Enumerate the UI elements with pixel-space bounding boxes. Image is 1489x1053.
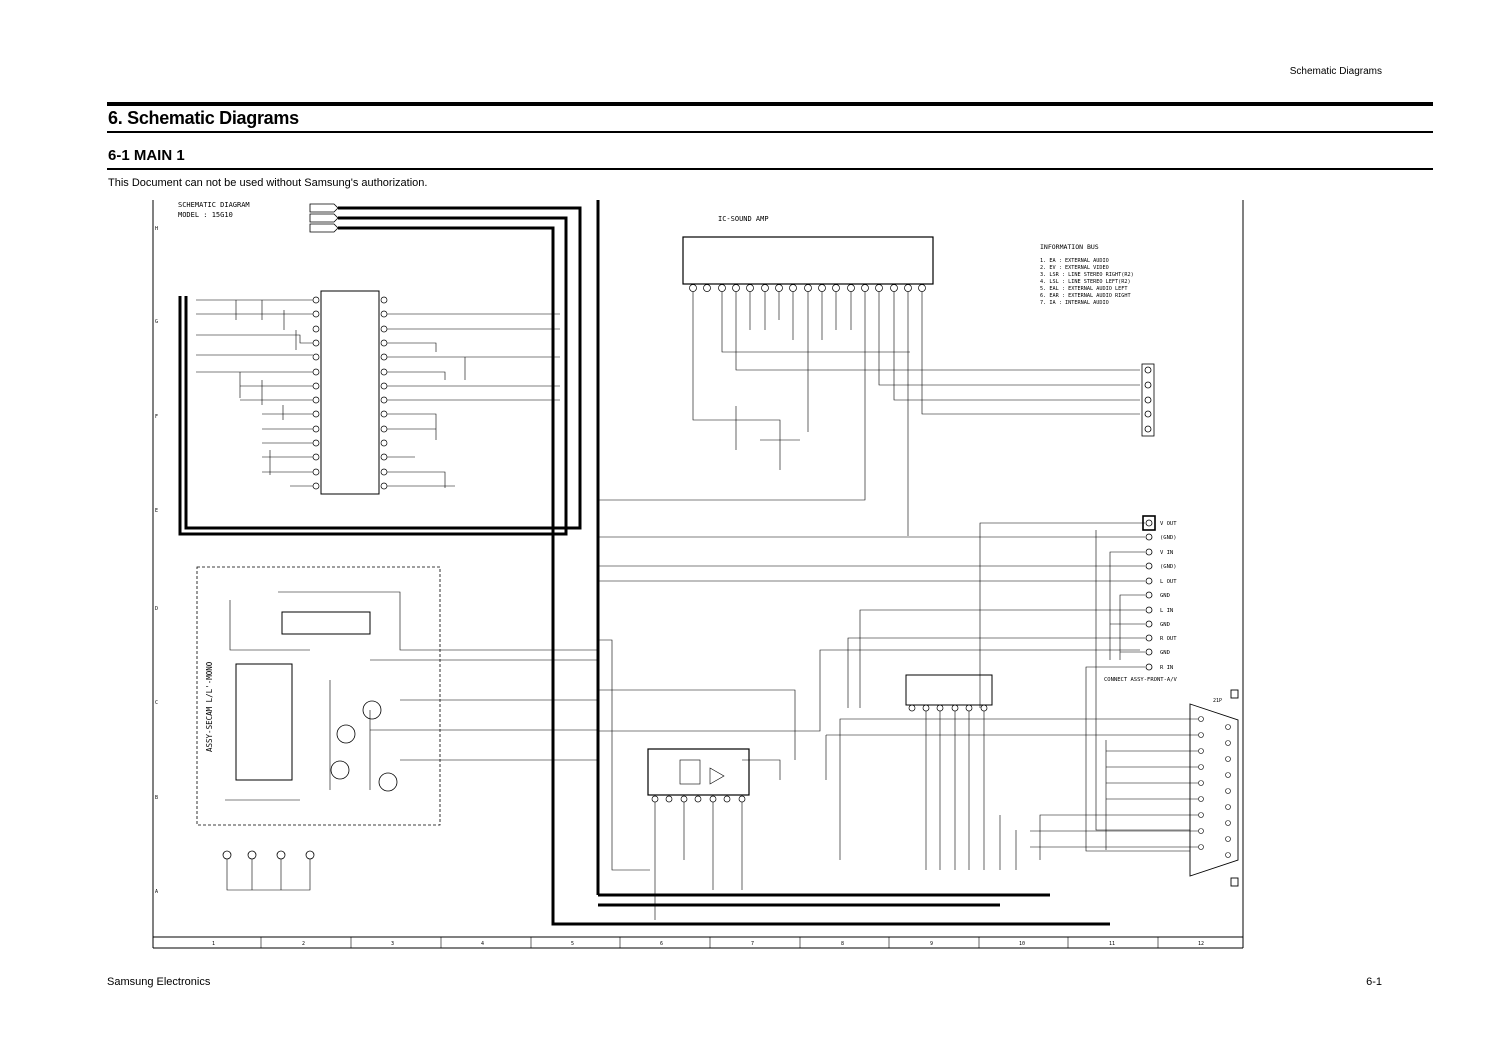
schematic-frame (152, 200, 1244, 949)
front-av-pin: (GND) (1160, 535, 1177, 541)
ic-video-switch-pins (651, 795, 746, 803)
front-av-pin: GND (1160, 622, 1170, 628)
grid-row-d: D (155, 606, 158, 612)
sound-amp-title: IC-SOUND AMP (718, 215, 769, 223)
grid-col-1: 1 (212, 941, 215, 947)
info-bus-item: 5. EAL : EXTERNAL AUDIO LEFT (1040, 286, 1127, 292)
front-av-pin: V IN (1160, 550, 1173, 556)
front-av-connector (1142, 515, 1156, 671)
secam-wiring (225, 591, 598, 801)
grid-col-2: 2 (302, 941, 305, 947)
sound-amp-wiring (598, 292, 1140, 536)
grid-column-labels: 1 2 3 4 5 6 7 8 9 10 11 12 (212, 941, 1204, 947)
info-bus-item: 1. EA : EXTERNAL AUDIO (1040, 258, 1109, 264)
grid-col-11: 11 (1109, 941, 1115, 947)
info-bus-item: 4. LSL : LINE STEREO LEFT(R2) (1040, 279, 1131, 285)
grid-row-e: E (155, 508, 158, 514)
info-bus-list: 1. EA : EXTERNAL AUDIO 2. EV : EXTERNAL … (1040, 258, 1134, 306)
footer-company: Samsung Electronics (107, 976, 211, 988)
secam-assembly (196, 566, 441, 826)
front-av-label: CONNECT ASSY-FRONT-A/V (1104, 677, 1178, 683)
scart-pins (1198, 716, 1231, 858)
scart-connector (1189, 689, 1239, 887)
secam-label: ASSY-SECAM L/L'-MONO (205, 661, 214, 752)
info-bus-item: 6. EAR : EXTERNAL AUDIO RIGHT (1040, 293, 1131, 299)
grid-row-labels: H G F E D C B A (155, 226, 158, 895)
jack-connector-pins (908, 704, 988, 712)
grid-row-g: G (155, 319, 158, 325)
front-av-pin: V OUT (1160, 521, 1177, 527)
front-av-pin: L OUT (1160, 579, 1177, 585)
grid-col-3: 3 (391, 941, 394, 947)
info-bus-item: 2. EV : EXTERNAL VIDEO (1040, 265, 1109, 271)
front-av-pin-labels: V OUT (GND) V IN (GND) L OUT GND L IN GN… (1160, 521, 1177, 671)
front-av-pin: (GND) (1160, 564, 1177, 570)
grid-col-7: 7 (751, 941, 754, 947)
info-bus-title: INFORMATION BUS (1040, 243, 1099, 251)
front-av-pin: GND (1160, 650, 1170, 656)
ic-sound-processor (320, 290, 380, 495)
front-av-pin: R OUT (1160, 636, 1177, 642)
section-title: 6-1 MAIN 1 (108, 147, 185, 164)
grid-col-5: 5 (571, 941, 574, 947)
ic-video-switch (647, 748, 750, 796)
thick-bus-wires (178, 200, 1110, 926)
schematic-title: SCHEMATIC DIAGRAM (178, 201, 250, 209)
page-number: 6-1 (1366, 976, 1382, 988)
grid-row-b: B (155, 795, 158, 801)
page-title: 6. Schematic Diagrams (108, 108, 299, 128)
info-bus-item: 3. LSR : LINE STEREO RIGHT(R2) (1040, 272, 1134, 278)
grid-col-6: 6 (660, 941, 663, 947)
bottom-jack-wiring (226, 859, 311, 891)
grid-col-4: 4 (481, 941, 484, 947)
schematic-model: MODEL : 15G10 (178, 211, 233, 219)
authorization-notice: This Document can not be used without Sa… (108, 177, 428, 189)
grid-col-10: 10 (1019, 941, 1025, 947)
jack-connector (905, 674, 993, 706)
front-av-pin: L IN (1160, 608, 1173, 614)
scart-wiring (826, 708, 1198, 870)
grid-row-h: H (155, 226, 158, 232)
info-bus-item: 7. IA : INTERNAL AUDIO (1040, 300, 1109, 306)
running-header: Schematic Diagrams (1289, 66, 1382, 77)
ic601-right-wiring (387, 313, 560, 488)
title-underline (107, 131, 1433, 133)
grid-row-c: C (155, 700, 158, 706)
scart-label: 21P (1213, 698, 1222, 704)
ic-sound-amp (682, 236, 934, 285)
bottom-jacks (222, 850, 315, 860)
ic601-pins (312, 296, 388, 490)
grid-row-a: A (155, 889, 158, 895)
secam-transistors (330, 700, 398, 792)
title-rule (107, 102, 1433, 106)
ic601-left-wiring (196, 299, 313, 487)
grid-col-9: 9 (930, 941, 933, 947)
front-av-pin: R IN (1160, 665, 1173, 671)
upper-connector (1141, 363, 1155, 437)
grid-row-f: F (155, 414, 158, 420)
grid-col-12: 12 (1198, 941, 1204, 947)
front-av-wiring (598, 522, 1190, 852)
section-underline (107, 168, 1433, 170)
ic-video-switch-internals (679, 759, 725, 785)
lower-wiring (598, 639, 1140, 920)
sound-amp-pins (689, 284, 926, 292)
grid-col-8: 8 (841, 941, 844, 947)
grid-column-ticks (260, 937, 1159, 948)
secam-ic (235, 611, 371, 781)
front-av-pin: GND (1160, 593, 1170, 599)
bus-tags (309, 203, 339, 233)
